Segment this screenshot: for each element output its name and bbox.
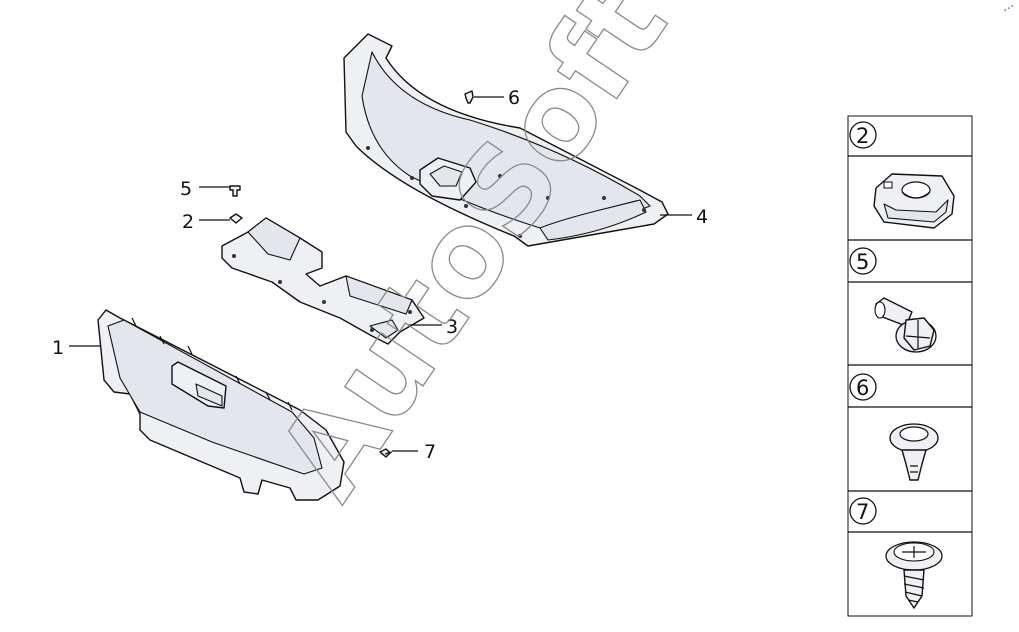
legend-number-6: 6 bbox=[856, 376, 869, 400]
part-4-upper-panel bbox=[343, 33, 669, 247]
fastener-6-mark bbox=[464, 90, 474, 104]
clip-nut-icon bbox=[873, 173, 955, 229]
part-1-front-panel bbox=[97, 309, 345, 501]
callout-1: 1 bbox=[52, 337, 64, 359]
leader-lines bbox=[69, 96, 692, 452]
flange-bolt-icon bbox=[874, 297, 937, 353]
callout-7: 7 bbox=[424, 441, 436, 463]
callout-3: 3 bbox=[446, 316, 458, 338]
legend-number-5: 5 bbox=[856, 250, 869, 274]
part-3-bracket bbox=[221, 217, 425, 345]
callout-5: 5 bbox=[180, 178, 192, 200]
corner-mark bbox=[1004, 5, 1014, 12]
tapping-screw-icon bbox=[885, 541, 943, 609]
fastener-5-mark bbox=[229, 185, 241, 197]
callout-6: 6 bbox=[508, 87, 520, 109]
push-rivet-icon bbox=[889, 423, 939, 481]
fastener-7-mark bbox=[379, 448, 393, 458]
callout-2: 2 bbox=[182, 211, 194, 233]
legend-number-7: 7 bbox=[856, 500, 869, 524]
fastener-2-mark bbox=[229, 213, 243, 224]
legend-panel: 2 5 6 7 bbox=[847, 115, 973, 617]
legend-number-2: 2 bbox=[856, 124, 869, 148]
callout-4: 4 bbox=[696, 206, 708, 228]
